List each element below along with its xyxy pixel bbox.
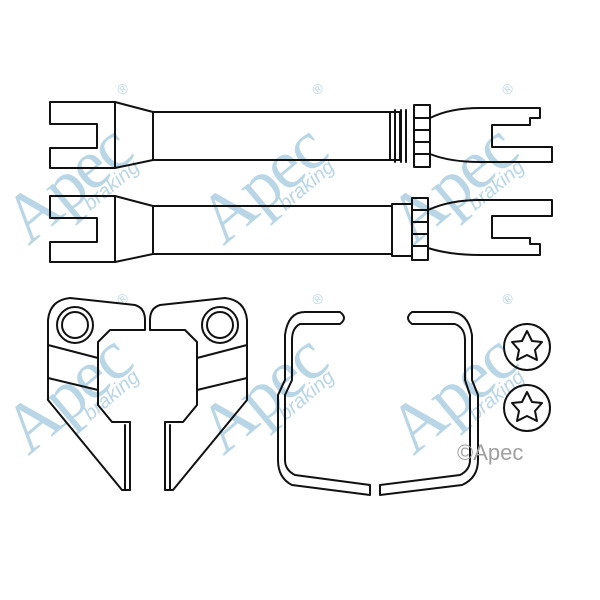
adjuster-strut-upper (49, 101, 553, 169)
copyright-label: ©Apec (457, 440, 524, 465)
retaining-spring-right (379, 311, 479, 496)
star-washer-bottom (503, 384, 551, 432)
retaining-spring-left (277, 311, 371, 496)
adjuster-strut-lower (49, 195, 553, 263)
strut-clip-left (47, 297, 146, 491)
star-washer-top (503, 323, 551, 371)
strut-clip-right (149, 297, 248, 491)
